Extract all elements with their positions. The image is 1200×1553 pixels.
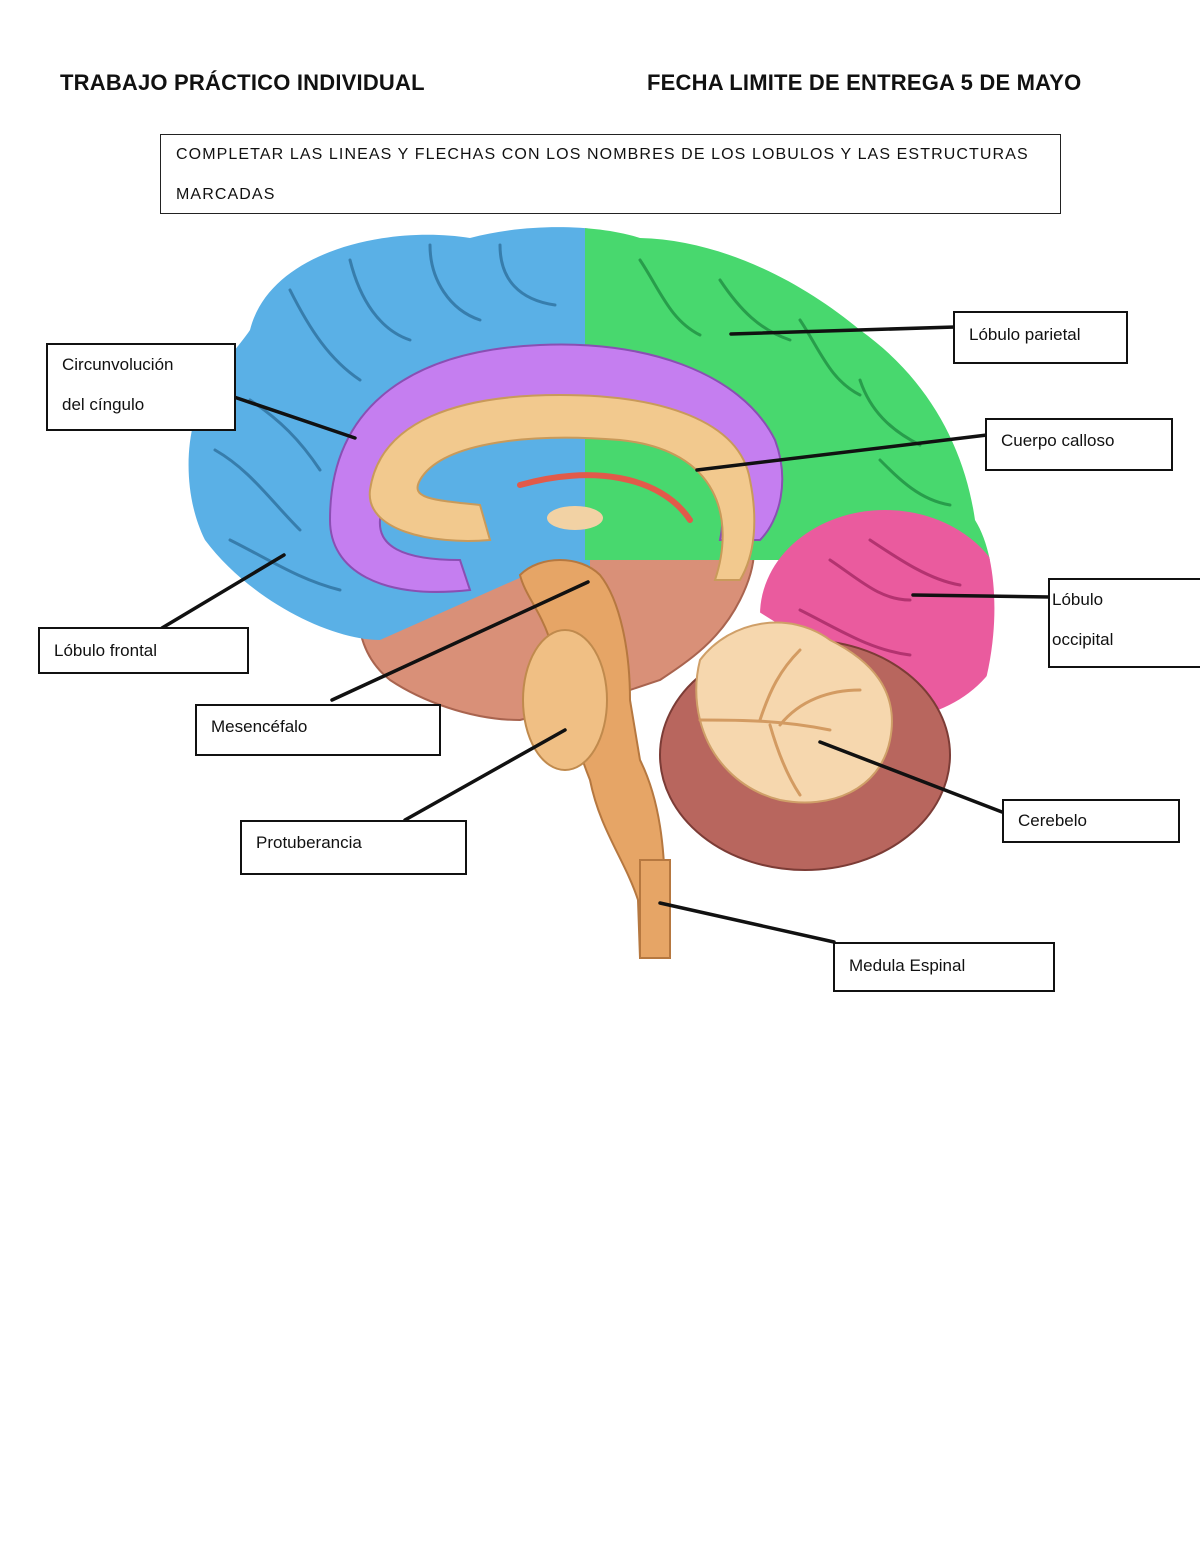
worksheet-title: TRABAJO PRÁCTICO INDIVIDUAL <box>60 70 425 95</box>
instructions-line-2: MARCADAS <box>176 186 276 203</box>
label-cerebellum[interactable]: Cerebelo <box>1002 799 1180 843</box>
corpus-callosum-shape <box>368 393 756 581</box>
instructions-box: COMPLETAR LAS LINEAS Y FLECHAS CON LOS N… <box>160 134 1061 214</box>
label-cingulate-gyrus[interactable]: Circunvolución del cíngulo <box>46 343 236 431</box>
spinal-cord-shape <box>639 859 671 959</box>
pointer-parietal <box>729 325 957 336</box>
pointer-spinal-cord <box>658 901 836 944</box>
label-spinal-cord-text: Medula Espinal <box>849 956 966 975</box>
label-cingulate-line-2: del cíngulo <box>62 395 145 414</box>
fornix <box>517 472 693 523</box>
label-corpus-callosum[interactable]: Cuerpo calloso <box>985 418 1173 471</box>
label-spinal-cord[interactable]: Medula Espinal <box>833 942 1055 992</box>
label-pons-text: Protuberancia <box>256 833 362 852</box>
pointer-midbrain <box>330 580 590 702</box>
pons-shape <box>522 629 608 771</box>
pointer-occipital <box>911 593 1052 599</box>
thalamus-highlight <box>547 506 603 530</box>
label-frontal-lobe[interactable]: Lóbulo frontal <box>38 627 249 674</box>
pointer-cingulate <box>232 395 357 440</box>
label-cerebellum-text: Cerebelo <box>1018 811 1087 830</box>
label-midbrain[interactable]: Mesencéfalo <box>195 704 441 756</box>
instructions-line-1: COMPLETAR LAS LINEAS Y FLECHAS CON LOS N… <box>176 146 1029 163</box>
deadline-title: FECHA LIMITE DE ENTREGA 5 DE MAYO <box>647 70 1082 95</box>
pointer-cerebellum <box>818 740 1004 814</box>
label-occipital-line-2: occipital <box>1052 630 1114 649</box>
label-occipital-line-1: Lóbulo <box>1052 590 1104 609</box>
label-cingulate-line-1: Circunvolución <box>62 355 174 374</box>
label-parietal-lobe[interactable]: Lóbulo parietal <box>953 311 1128 364</box>
label-parietal-text: Lóbulo parietal <box>969 325 1081 344</box>
label-midbrain-text: Mesencéfalo <box>211 717 308 736</box>
pointer-frontal <box>160 553 286 630</box>
label-frontal-text: Lóbulo frontal <box>54 641 158 660</box>
pointer-corpus-callosum <box>695 433 989 472</box>
pointer-pons <box>403 728 567 822</box>
label-pons[interactable]: Protuberancia <box>240 820 467 875</box>
label-occipital-lobe[interactable]: Lóbulo occipital <box>1048 578 1200 668</box>
label-corpus-callosum-text: Cuerpo calloso <box>1001 431 1115 450</box>
